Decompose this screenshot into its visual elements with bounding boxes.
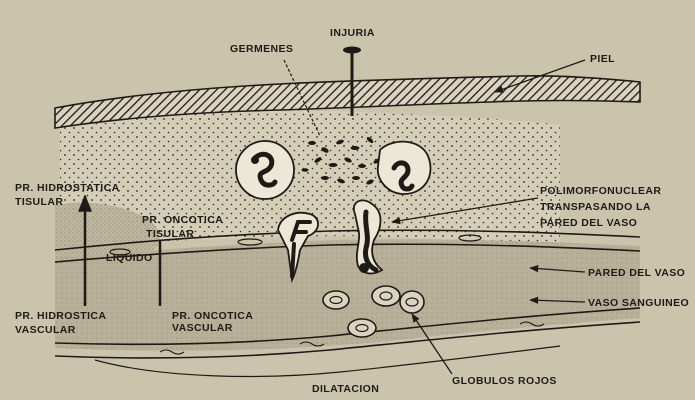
label-liquido: LIQUIDO bbox=[106, 252, 153, 264]
label-pr-oncotica-vascular-1: PR. ONCOTICA bbox=[172, 310, 253, 322]
label-pr-oncotica-tisular-2: TISULAR bbox=[146, 228, 194, 240]
label-vaso-sanguineo: VASO SANGUINEO bbox=[588, 297, 689, 309]
label-injuria: INJURIA bbox=[330, 27, 375, 39]
label-globulos-rojos: GLOBULOS ROJOS bbox=[452, 375, 557, 387]
label-dilatacion: DILATACION bbox=[312, 383, 379, 395]
label-pr-hidrostica-vascular-2: VASCULAR bbox=[15, 324, 76, 336]
label-polimorfonuclear-3: PARED DEL VASO bbox=[540, 217, 637, 229]
label-polimorfonuclear-2: TRANSPASANDO LA bbox=[540, 201, 651, 213]
label-piel: PIEL bbox=[590, 53, 615, 65]
neutrophil-cell bbox=[236, 141, 294, 199]
label-pr-hidrostica-vascular-1: PR. HIDROSTICA bbox=[15, 310, 106, 322]
label-pr-oncotica-tisular-1: PR. ONCOTICA bbox=[142, 214, 223, 226]
needle-head bbox=[343, 47, 361, 54]
label-pared-del-vaso: PARED DEL VASO bbox=[588, 267, 685, 279]
label-pr-hidrostatica-tisular-1: PR. HIDROSTATICA bbox=[15, 182, 120, 194]
label-polimorfonuclear-1: POLIMORFONUCLEAR bbox=[540, 185, 661, 197]
label-pr-hidrostatica-tisular-2: TISULAR bbox=[15, 196, 63, 208]
label-germenes: GERMENES bbox=[230, 43, 293, 55]
label-pr-oncotica-vascular-2: VASCULAR bbox=[172, 322, 233, 334]
neutrophil-cell bbox=[378, 142, 431, 194]
